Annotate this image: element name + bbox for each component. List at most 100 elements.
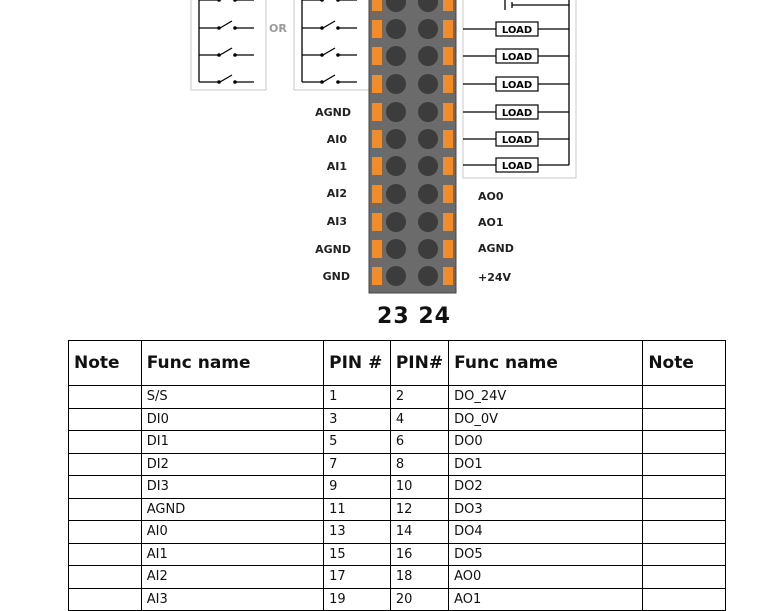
cell-func-name-left: AI0 [140,520,325,544]
cell-func-name-right: DO5 [448,542,644,566]
cell-func-name-right: DO0 [448,430,644,454]
cell-pin-left: 11 [323,497,391,521]
load-label: LOAD [502,25,532,36]
terminal-tab-left [372,0,382,11]
switch-box-left [190,0,267,91]
header-func-name-left: Func name [140,340,325,386]
terminal-pin-left [386,46,406,66]
terminal-pin-numbers: 23 24 [377,304,451,329]
terminal-pin-left [386,0,406,12]
cell-func-name-left: AI1 [140,542,325,566]
terminal-pin-left [386,102,406,122]
load-element: LOAD [463,104,569,120]
right-label-agnd: AGND [478,242,514,255]
cell-func-name-left: AI3 [140,587,325,611]
or-label: OR [269,22,287,35]
load-box: LOAD LOAD LOAD LOAD LOAD LOAD [462,0,577,179]
cell-pin-left: 7 [323,452,391,476]
terminal-tab-left [372,267,382,285]
terminal-row [372,46,453,66]
terminal-tab-right [443,75,453,93]
cell-note-right [642,385,726,409]
terminal-tab-left [372,20,382,38]
terminal-pin-right [418,74,438,94]
terminal-pin-right [418,19,438,39]
cell-pin-right: 10 [389,475,450,499]
terminal-row [372,266,453,286]
terminal-tab-right [443,240,453,258]
cell-pin-left: 3 [323,407,391,431]
terminal-tab-left [372,47,382,65]
terminal-tab-left [372,130,382,148]
cell-pin-right: 16 [389,542,450,566]
terminal-row [372,212,453,232]
cell-note-right [642,475,726,499]
switch-box-right [293,0,370,91]
cell-func-name-right: AO1 [448,587,644,611]
cell-pin-right: 2 [389,385,450,409]
cell-pin-right: 18 [389,565,450,589]
left-label-agnd-2: AGND [315,243,351,256]
cell-note-left [68,452,142,476]
terminal-pin-left [386,184,406,204]
switch-icon [302,0,357,2]
terminal-row [372,239,453,259]
right-label-ao0: AO0 [478,190,504,203]
terminal-pin-left [386,129,406,149]
terminal-pin-right [418,212,438,232]
cell-pin-right: 4 [389,407,450,431]
cell-pin-left: 17 [323,565,391,589]
terminal-tab-left [372,75,382,93]
cell-note-left [68,430,142,454]
switch-icon [302,20,357,30]
cell-func-name-left: DI2 [140,452,325,476]
terminal-row [372,129,453,149]
cell-note-left [68,497,142,521]
cell-func-name-right: DO1 [448,452,644,476]
header-pin-left: PIN # [323,340,391,386]
cell-func-name-left: DI3 [140,475,325,499]
cell-note-left [68,407,142,431]
cell-pin-right: 14 [389,520,450,544]
cell-note-right [642,452,726,476]
terminal-pin-right [418,102,438,122]
cell-func-name-left: DI0 [140,407,325,431]
left-label-agnd: AGND [315,106,351,119]
cell-note-right [642,407,726,431]
cell-func-name-right: DO4 [448,520,644,544]
cell-note-right [642,497,726,521]
load-element: LOAD [463,48,569,64]
cell-pin-right: 12 [389,497,450,521]
terminal-row [372,184,453,204]
cell-pin-right: 8 [389,452,450,476]
terminal-tab-right [443,20,453,38]
switch-icon [199,47,254,57]
terminal-tab-left [372,157,382,175]
terminal-tab-right [443,185,453,203]
load-element: LOAD [463,131,569,147]
cell-func-name-left: AI2 [140,565,325,589]
cell-note-left [68,475,142,499]
header-pin-right: PIN# [389,340,450,386]
left-label-ai0: AI0 [326,133,347,146]
load-element: LOAD [463,21,569,37]
cell-func-name-left: AGND [140,497,325,521]
pin-assignment-table: Note Func name PIN # PIN# Func name Note… [68,340,726,611]
terminal-row [372,102,453,122]
load-element: LOAD [463,76,569,92]
terminal-tab-right [443,267,453,285]
terminal-tab-right [443,130,453,148]
cell-func-name-left: S/S [140,385,325,409]
load-label: LOAD [502,161,532,172]
header-note-left: Note [68,340,142,386]
left-label-ai3: AI3 [326,215,347,228]
terminal-pin-left [386,239,406,259]
terminal-pin-right [418,46,438,66]
cell-pin-left: 9 [323,475,391,499]
cell-note-right [642,520,726,544]
terminal-tab-left [372,185,382,203]
